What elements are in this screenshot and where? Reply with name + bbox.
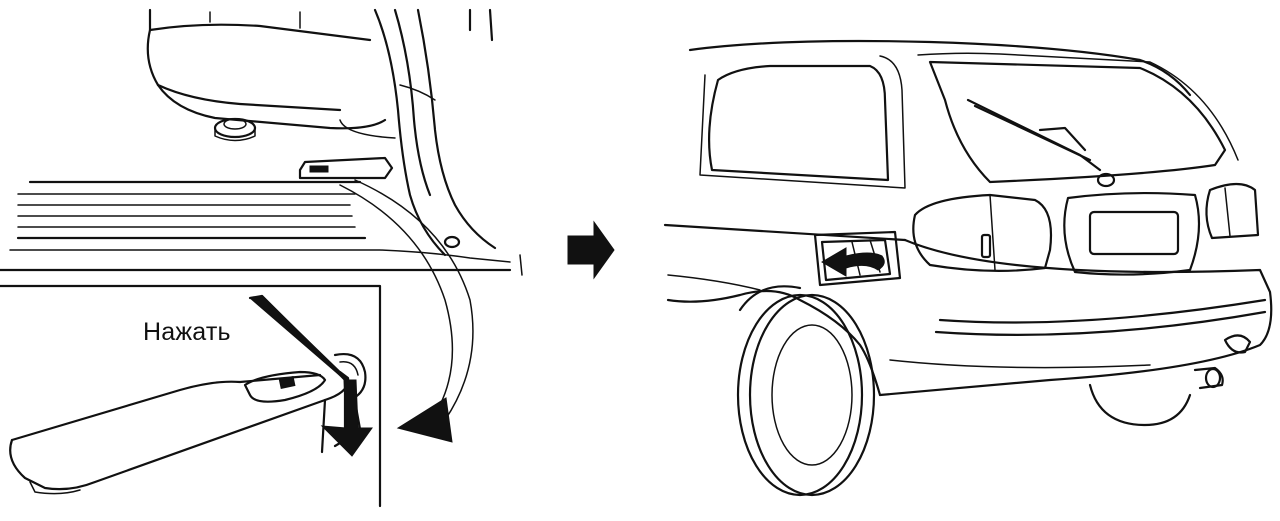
press-down-arrow [248,294,373,457]
driver-seat-floor-view [0,8,523,276]
inset-lever [9,353,367,495]
floor-bolt [443,235,461,249]
rear-windshield [917,52,1239,184]
curved-pointer-arrow [339,179,474,443]
side-window [708,64,890,182]
inset-panel [0,284,382,508]
rear-bumper [1088,334,1252,427]
rear-wiper [966,98,1116,188]
inset-frame [0,284,382,508]
door-sill [0,180,523,276]
press-label: Нажать [143,318,231,346]
next-step-arrow [567,220,615,280]
car-body-side [663,223,1273,397]
tail-lights [912,182,1260,272]
seat-rail-bolt [213,117,257,142]
car-rear-view [663,39,1273,497]
fuel-filler-door [813,230,902,287]
seat-cushion [146,8,387,130]
floor-release-lever [298,156,394,180]
car-roof [688,39,1192,97]
license-plate-area [1063,191,1201,276]
rear-wheel [736,285,876,497]
